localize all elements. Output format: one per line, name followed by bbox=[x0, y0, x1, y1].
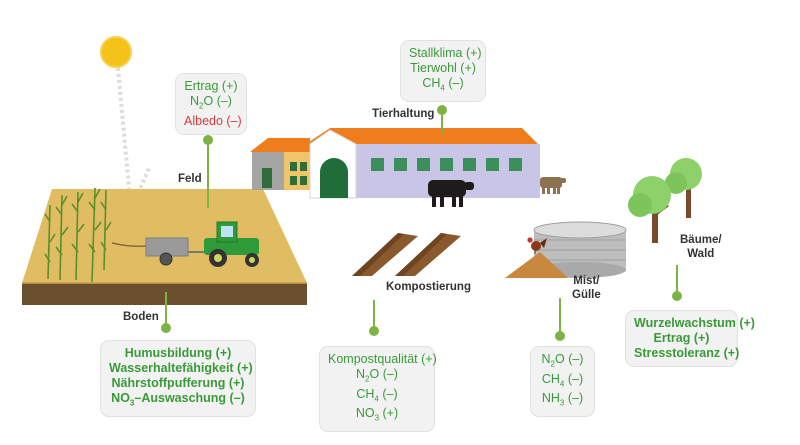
label-boden: Boden bbox=[123, 311, 159, 323]
mist-effect-line: NH3 (–) bbox=[541, 391, 584, 408]
kompost-effect-line: Kompostqualität (+) bbox=[328, 352, 437, 366]
compost-heap-icon bbox=[352, 233, 461, 276]
mist-effects-box: N2O (–) CH4 (–) NH3 (–) bbox=[530, 346, 595, 417]
feld-effect-line: Ertrag (+) bbox=[184, 79, 238, 93]
farmhouse-icon bbox=[250, 138, 310, 190]
tierhaltung-effects-box: Stallklima (+)Tierwohl (+)CH4 (–) bbox=[400, 40, 486, 102]
boden-effect-line: Wasserhaltefähigkeit (+) bbox=[109, 361, 253, 375]
slurry-tank-icon bbox=[533, 221, 627, 278]
baeume-effect-line: Stresstoleranz (+) bbox=[634, 346, 740, 360]
feld-effect-line: N2O (–) bbox=[190, 94, 232, 111]
label-mist-line1: Mist/ bbox=[573, 275, 600, 287]
boden-effect-line: NO3–Auswaschung (–) bbox=[111, 391, 245, 408]
boden-effect-line: Nährstoffpufferung (+) bbox=[111, 376, 245, 390]
kompost-effect-line: N2O (–) bbox=[356, 367, 398, 384]
label-baeume-line1: Bäume/ bbox=[680, 234, 722, 246]
label-baeume-wald: Bäume/ Wald bbox=[680, 233, 722, 261]
boden-effects-box: Humusbildung (+)Wasserhaltefähigkeit (+)… bbox=[100, 340, 256, 417]
manure-pile-icon bbox=[505, 252, 568, 278]
tier-effect-line: Stallklima (+) bbox=[409, 46, 482, 60]
feld-effect-line: Albedo (–) bbox=[184, 113, 242, 128]
rooster-icon bbox=[527, 237, 547, 254]
crop-plant-icon bbox=[44, 187, 112, 283]
sun-icon bbox=[100, 36, 151, 211]
baeume-effect-line: Ertrag (+) bbox=[653, 331, 710, 345]
cow-icon bbox=[540, 177, 566, 194]
label-feld: Feld bbox=[178, 173, 202, 185]
mist-effect-line: CH4 (–) bbox=[541, 371, 584, 389]
label-mist-guelle: Mist/ Gülle bbox=[572, 274, 601, 302]
label-mist-line2: Gülle bbox=[572, 289, 601, 301]
label-tierhaltung: Tierhaltung bbox=[372, 108, 435, 120]
tier-effect-line: Tierwohl (+) bbox=[410, 61, 476, 75]
label-kompostierung: Kompostierung bbox=[386, 281, 471, 293]
kompost-effect-line: NO3 (+) bbox=[355, 406, 399, 423]
barn-icon bbox=[306, 128, 540, 199]
tractor-icon bbox=[204, 221, 259, 267]
mist-effect-line: N2O (–) bbox=[541, 352, 584, 369]
kompost-effect-line: CH4 (–) bbox=[356, 386, 398, 404]
tree-icon bbox=[665, 158, 702, 218]
baeume-effects-box: Wurzelwachstum (+)Ertrag (+)Stresstolera… bbox=[625, 310, 755, 367]
tier-effect-line: CH4 (–) bbox=[422, 76, 464, 93]
boden-effect-line: Humusbildung (+) bbox=[124, 346, 232, 360]
cow-icon bbox=[428, 180, 474, 207]
feld-effects-box: Ertrag (+)N2O (–) Albedo (–) bbox=[175, 73, 247, 135]
baeume-effect-line: Wurzelwachstum (+) bbox=[634, 316, 755, 330]
connector-lines bbox=[161, 105, 682, 341]
tree-icon bbox=[628, 176, 671, 243]
kompost-effects-box: Kompostqualität (+)N2O (–) CH4 (–) NO3 (+) bbox=[319, 346, 437, 432]
label-baeume-line2: Wald bbox=[687, 248, 715, 260]
trailer-icon bbox=[111, 237, 205, 266]
